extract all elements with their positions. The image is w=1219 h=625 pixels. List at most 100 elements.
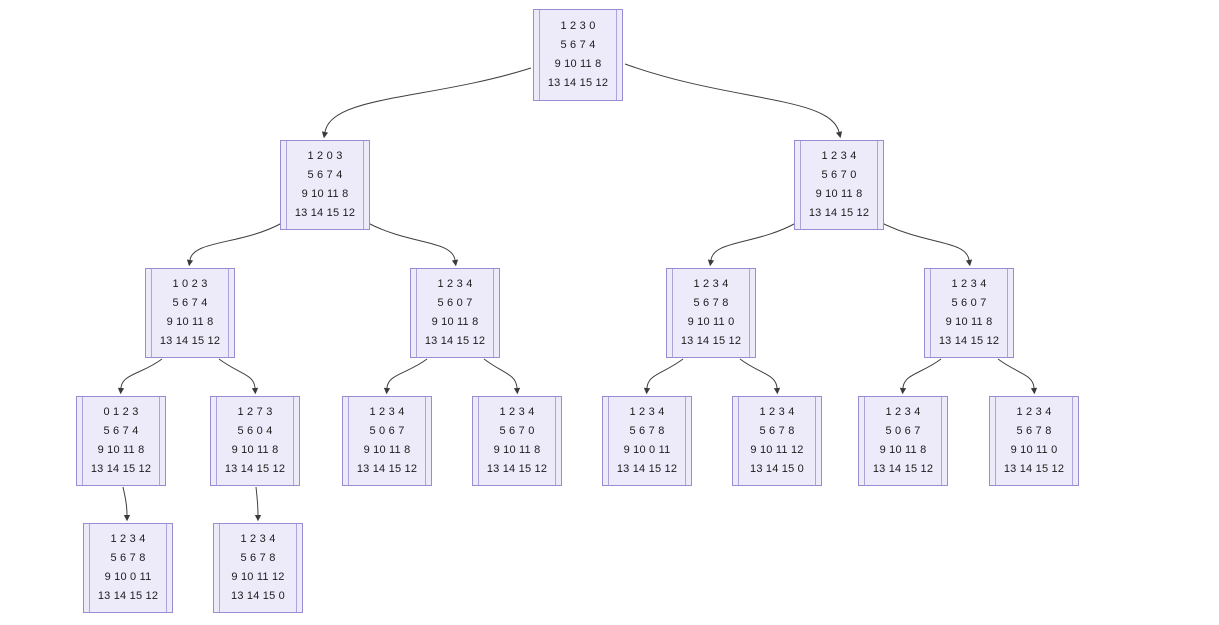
edge-n1-n4 bbox=[367, 222, 459, 267]
puzzle-grid: 1 2 3 4 5 6 0 7 9 10 11 8 13 14 15 12 bbox=[930, 269, 1008, 357]
puzzle-row: 5 6 0 7 bbox=[951, 297, 987, 309]
puzzle-grid: 1 2 3 4 5 6 0 7 9 10 11 8 13 14 15 12 bbox=[416, 269, 494, 357]
tree-node-n2: 1 2 3 4 5 6 7 0 9 10 11 8 13 14 15 12 bbox=[794, 140, 884, 230]
tree-node-n4: 1 2 3 4 5 6 0 7 9 10 11 8 13 14 15 12 bbox=[410, 268, 500, 358]
puzzle-row: 13 14 15 12 bbox=[808, 207, 870, 219]
puzzle-row: 13 14 15 12 bbox=[486, 463, 548, 475]
puzzle-row: 9 10 11 8 bbox=[166, 316, 214, 328]
puzzle-grid: 0 1 2 3 5 6 7 4 9 10 11 8 13 14 15 12 bbox=[82, 397, 160, 485]
edge-n1-n3 bbox=[186, 222, 283, 267]
puzzle-row: 9 10 11 8 bbox=[97, 444, 145, 456]
puzzle-row: 5 6 0 7 bbox=[437, 297, 473, 309]
puzzle-row: 5 6 7 4 bbox=[103, 425, 139, 437]
puzzle-row: 13 14 15 0 bbox=[750, 463, 804, 475]
puzzle-row: 13 14 15 12 bbox=[1003, 463, 1065, 475]
puzzle-row: 13 14 15 12 bbox=[547, 77, 609, 89]
edge-n7-n15 bbox=[122, 486, 131, 522]
tree-node-n5: 1 2 3 4 5 6 7 8 9 10 11 0 13 14 15 12 bbox=[666, 268, 756, 358]
puzzle-row: 9 10 0 11 bbox=[104, 571, 152, 583]
puzzle-row: 1 2 3 4 bbox=[693, 278, 729, 290]
edge-n3-n8 bbox=[218, 358, 259, 395]
puzzle-grid: 1 2 3 4 5 6 7 8 9 10 11 0 13 14 15 12 bbox=[672, 269, 750, 357]
puzzle-grid: 1 2 3 0 5 6 7 4 9 10 11 8 13 14 15 12 bbox=[539, 10, 617, 100]
puzzle-row: 13 14 15 12 bbox=[938, 335, 1000, 347]
puzzle-row: 9 10 11 8 bbox=[231, 444, 279, 456]
puzzle-row: 9 10 11 8 bbox=[493, 444, 541, 456]
puzzle-row: 1 2 3 4 bbox=[1016, 406, 1052, 418]
puzzle-row: 9 10 11 8 bbox=[431, 316, 479, 328]
tree-node-n3: 1 0 2 3 5 6 7 4 9 10 11 8 13 14 15 12 bbox=[145, 268, 235, 358]
puzzle-grid: 1 2 3 4 5 6 7 8 9 10 11 0 13 14 15 12 bbox=[995, 397, 1073, 485]
puzzle-row: 13 14 15 12 bbox=[90, 463, 152, 475]
edge-n8-n16 bbox=[254, 486, 262, 522]
edge-n2-n5 bbox=[707, 222, 797, 267]
puzzle-row: 5 0 6 7 bbox=[885, 425, 921, 437]
puzzle-row: 1 2 3 0 bbox=[560, 20, 596, 32]
puzzle-row: 13 14 15 12 bbox=[680, 335, 742, 347]
tree-node-n14: 1 2 3 4 5 6 7 8 9 10 11 0 13 14 15 12 bbox=[989, 396, 1079, 486]
puzzle-grid: 1 2 3 4 5 6 7 8 9 10 0 11 13 14 15 12 bbox=[89, 524, 167, 612]
puzzle-row: 9 10 11 12 bbox=[750, 444, 804, 456]
puzzle-row: 5 6 7 8 bbox=[1016, 425, 1052, 437]
tree-node-n1: 1 2 0 3 5 6 7 4 9 10 11 8 13 14 15 12 bbox=[280, 140, 370, 230]
puzzle-row: 5 6 7 0 bbox=[821, 169, 857, 181]
puzzle-row: 9 10 11 8 bbox=[301, 188, 349, 200]
edge-n0-n1 bbox=[321, 67, 532, 139]
puzzle-row: 9 10 11 8 bbox=[554, 58, 602, 70]
puzzle-row: 1 2 3 4 bbox=[629, 406, 665, 418]
puzzle-row: 5 6 7 8 bbox=[629, 425, 665, 437]
puzzle-row: 1 2 7 3 bbox=[237, 406, 273, 418]
puzzle-row: 1 2 3 4 bbox=[499, 406, 535, 418]
puzzle-row: 0 1 2 3 bbox=[103, 406, 139, 418]
puzzle-grid: 1 2 3 4 5 6 7 0 9 10 11 8 13 14 15 12 bbox=[800, 141, 878, 229]
tree-node-n15: 1 2 3 4 5 6 7 8 9 10 0 11 13 14 15 12 bbox=[83, 523, 173, 613]
puzzle-grid: 1 2 3 4 5 6 7 8 9 10 0 11 13 14 15 12 bbox=[608, 397, 686, 485]
tree-node-n9: 1 2 3 4 5 0 6 7 9 10 11 8 13 14 15 12 bbox=[342, 396, 432, 486]
puzzle-row: 13 14 15 12 bbox=[872, 463, 934, 475]
puzzle-row: 5 6 7 8 bbox=[759, 425, 795, 437]
edge-n3-n7 bbox=[117, 358, 163, 395]
puzzle-row: 1 2 3 4 bbox=[110, 533, 146, 545]
puzzle-grid: 1 2 3 4 5 0 6 7 9 10 11 8 13 14 15 12 bbox=[348, 397, 426, 485]
edge-n4-n9 bbox=[383, 358, 428, 395]
tree-node-n10: 1 2 3 4 5 6 7 0 9 10 11 8 13 14 15 12 bbox=[472, 396, 562, 486]
puzzle-row: 5 6 7 8 bbox=[693, 297, 729, 309]
puzzle-row: 13 14 15 12 bbox=[356, 463, 418, 475]
tree-node-n6: 1 2 3 4 5 6 0 7 9 10 11 8 13 14 15 12 bbox=[924, 268, 1014, 358]
puzzle-row: 1 2 3 4 bbox=[821, 150, 857, 162]
puzzle-row: 1 2 0 3 bbox=[307, 150, 343, 162]
tree-node-n8: 1 2 7 3 5 6 0 4 9 10 11 8 13 14 15 12 bbox=[210, 396, 300, 486]
puzzle-row: 9 10 11 8 bbox=[363, 444, 411, 456]
puzzle-row: 5 6 7 8 bbox=[240, 552, 276, 564]
edge-n0-n2 bbox=[624, 63, 843, 139]
puzzle-row: 9 10 11 8 bbox=[945, 316, 993, 328]
puzzle-row: 5 6 7 8 bbox=[110, 552, 146, 564]
tree-node-n13: 1 2 3 4 5 0 6 7 9 10 11 8 13 14 15 12 bbox=[858, 396, 948, 486]
puzzle-row: 5 6 7 4 bbox=[172, 297, 208, 309]
puzzle-row: 1 2 3 4 bbox=[369, 406, 405, 418]
puzzle-row: 9 10 11 0 bbox=[687, 316, 735, 328]
puzzle-row: 13 14 15 12 bbox=[224, 463, 286, 475]
puzzle-grid: 1 0 2 3 5 6 7 4 9 10 11 8 13 14 15 12 bbox=[151, 269, 229, 357]
tree-node-n12: 1 2 3 4 5 6 7 8 9 10 11 12 13 14 15 0 bbox=[732, 396, 822, 486]
puzzle-grid: 1 2 3 4 5 6 7 8 9 10 11 12 13 14 15 0 bbox=[219, 524, 297, 612]
puzzle-row: 13 14 15 12 bbox=[294, 207, 356, 219]
puzzle-row: 9 10 0 11 bbox=[623, 444, 671, 456]
puzzle-row: 13 14 15 12 bbox=[616, 463, 678, 475]
puzzle-row: 1 2 3 4 bbox=[437, 278, 473, 290]
puzzle-row: 5 6 0 4 bbox=[237, 425, 273, 437]
puzzle-row: 13 14 15 12 bbox=[424, 335, 486, 347]
edge-n5-n11 bbox=[643, 358, 684, 395]
tree-node-n7: 0 1 2 3 5 6 7 4 9 10 11 8 13 14 15 12 bbox=[76, 396, 166, 486]
edge-n5-n12 bbox=[739, 358, 781, 395]
puzzle-row: 1 2 3 4 bbox=[240, 533, 276, 545]
puzzle-row: 1 0 2 3 bbox=[172, 278, 208, 290]
tree-node-n16: 1 2 3 4 5 6 7 8 9 10 11 12 13 14 15 0 bbox=[213, 523, 303, 613]
puzzle-row: 5 6 7 4 bbox=[560, 39, 596, 51]
puzzle-row: 1 2 3 4 bbox=[951, 278, 987, 290]
puzzle-row: 13 14 15 0 bbox=[231, 590, 285, 602]
puzzle-row: 5 6 7 0 bbox=[499, 425, 535, 437]
puzzle-row: 5 0 6 7 bbox=[369, 425, 405, 437]
puzzle-grid: 1 2 0 3 5 6 7 4 9 10 11 8 13 14 15 12 bbox=[286, 141, 364, 229]
puzzle-row: 5 6 7 4 bbox=[307, 169, 343, 181]
